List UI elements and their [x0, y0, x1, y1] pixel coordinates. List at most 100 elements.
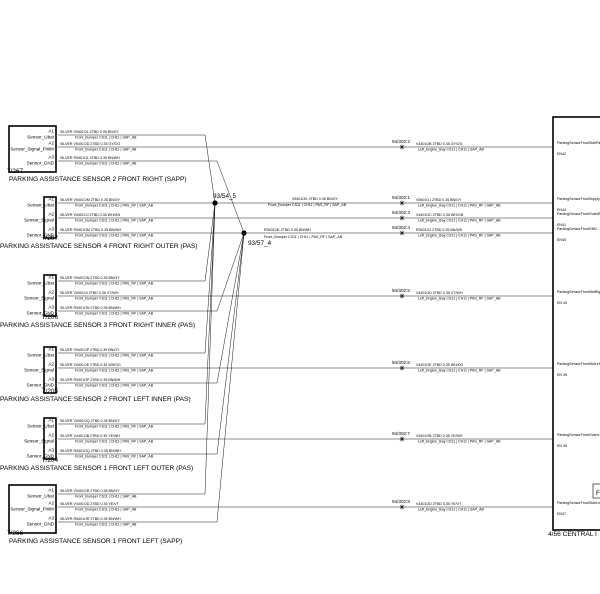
harness-label: Front_Bumper CS11 | CH11 | PAS_RF | SAP_…: [75, 384, 154, 388]
wire-label: SILVER V4401OB 2TBD 0.35 YE/WH: [60, 434, 120, 438]
pin-name: Sensor_Signal: [24, 368, 54, 373]
module-pin-label: EN 39: [557, 373, 567, 377]
harness-label: Front_Bumper CS11 | CH11 | PAS_RF | SAP_…: [75, 297, 154, 301]
module-pin-label: EN 38: [557, 444, 567, 448]
connector-harness-label: Left_Engine_Bay CS11 | CH11 | PAS_RF | S…: [418, 219, 501, 223]
wire-to-splice: [204, 202, 216, 282]
sensor-title: PARKING ASSISTANCE SENSOR 1 FRONT LEFT (…: [9, 538, 182, 545]
pin-name: Sensor_GND: [27, 161, 55, 166]
harness-label: Front_Bumper CS11 | CH11 | SAP_AB: [75, 148, 137, 152]
pin-number: A1: [48, 197, 54, 202]
pin-name: Sensor_GND: [27, 383, 55, 388]
pin-name: Sensor_GND: [27, 311, 55, 316]
sensor-box: [43, 417, 57, 460]
module-pin-label: EN45: [557, 238, 566, 242]
pin-number: A3: [48, 377, 54, 382]
module-box: [552, 116, 600, 531]
splice-label-2: 93/57_4: [248, 240, 272, 247]
wire-label: SILVER V5401OR 2TBD 0.35 BN/GY: [60, 489, 120, 493]
pin-number: A2: [48, 141, 54, 146]
wire-to-splice: [216, 232, 245, 523]
harness-label: Front_Bumper CS11 | CH11 | SAP_AB: [75, 523, 137, 527]
harness-label: Front_Bumper CS11 | CH11 | PAS_RF | SAP_…: [75, 369, 154, 373]
pin-name: Sensor_Ubat: [27, 281, 55, 286]
connector-harness-label: Left_Engine_Bay CS11 | CH11 | PAS_RF | S…: [418, 204, 501, 208]
connector-wire-label: R5401OJ 2TBD 0.35 BN/WH: [416, 228, 463, 232]
sensor-box: [43, 346, 57, 394]
bus-wire-label: R5401OK 2TBD 0.35 BN/WH: [264, 228, 311, 232]
wire-label: SILVER V5401ON 2TBD 0.35 BN/GY: [60, 276, 120, 280]
pin-number: A2: [48, 362, 54, 367]
pin-name: Sensor_Ubat: [27, 203, 55, 208]
module-signal-label: ParkingSensorFrontOuterLeft: [557, 433, 600, 437]
pin-name: Sensor_Ubat: [27, 135, 55, 140]
module-pin-label: EN41: [557, 223, 566, 227]
connector-harness-label: Left_Engine_Bay CS11 | CH11 | SAP_AB: [418, 148, 484, 152]
pin-name: Sensor_Ubat: [27, 424, 55, 429]
pin-number: A3: [48, 448, 54, 453]
sensor-title: PARKING ASSISTANCE SENSOR 2 FRONT RIGHT …: [9, 176, 187, 183]
harness-label: Front_Bumper CS11 | CH11 | PAS_RF | SAP_…: [75, 440, 154, 444]
harness-label: Front_Bumper CS11 | CH11 | PAS_RF | SAP_…: [75, 312, 154, 316]
connector-harness-label: Left_Engine_Bay CS11 | CH11 | PAS_RF | S…: [418, 297, 501, 301]
sensor-box: [43, 196, 57, 239]
pin-number: A2: [48, 501, 54, 506]
wire-label: SILVER V4401OD 2TBD 0.35 YE/VT: [60, 502, 120, 506]
pin-number: A1: [48, 488, 54, 493]
connector-harness-label: Left_Engine_Bay CS11 | CH11 | SAP_AB: [418, 508, 484, 512]
module-inner-label: F: [596, 490, 600, 497]
pin-number: A3: [48, 305, 54, 310]
pin-number: A1: [48, 275, 54, 280]
pin-number: A2: [48, 290, 54, 295]
pin-number: A1: [48, 129, 54, 134]
module-pin-label: EN44: [557, 208, 566, 212]
harness-label: Front_Bumper CS11 | CH11 | SAP_AB: [75, 495, 137, 499]
connector-harness-label: Left_Engine_Bay CS11 | CH11 | PAS_RF | S…: [418, 440, 501, 444]
sensor-id: 7/206: [42, 314, 58, 321]
connector-label: 94/302:2: [392, 139, 410, 144]
pin-name: Sensor_GND: [27, 233, 55, 238]
connector-wire-label: V4401OD 2TBD 0.35 VT/WH: [416, 291, 463, 295]
pin-number: A3: [48, 227, 54, 232]
connector-label: 94/302:7: [392, 431, 410, 436]
pin-name: Sensor_Signal_PWM: [10, 507, 54, 512]
harness-label: Front_Bumper CS11 | CH11 | SAP_AB: [75, 508, 137, 512]
sensor-id: 7/266: [7, 530, 23, 537]
module-pin-label: EN37: [557, 512, 566, 516]
pin-name: Sensor_Ubat: [27, 353, 55, 358]
harness-label: Front_Bumper CS11 | CH11 | PAS_RF | SAP_…: [75, 354, 154, 358]
harness-label: Front_Bumper CS11 | CH11 | PAS_RF | SAP_…: [75, 234, 154, 238]
harness-label: Front_Bumper CS11 | CH11 | PAS_RF | SAP_…: [75, 219, 154, 223]
pin-number: A3: [48, 155, 54, 160]
wire-label: SILVER V5401OJ 2TBD 0.35 WH/GN: [60, 213, 120, 217]
pin-name: Sensor_Signal: [24, 439, 54, 444]
harness-label: Front_Bumper CS11 | CH11 | PAS_RF | SAP_…: [75, 455, 154, 459]
sensor-id: 7/204: [42, 457, 58, 464]
wire-label: SILVER R5401OQ 2TBD 0.35 BN/WH: [60, 449, 121, 453]
sensor-title: PARKING ASSISTANCE SENSOR 4 FRONT RIGHT …: [0, 243, 198, 250]
wire-to-splice: [216, 232, 245, 312]
connector-wire-label: V4401OB 2TBD 0.35 GY/OG: [416, 142, 463, 146]
module-signal-label: ParkingSensorFrontSideLeft: [557, 501, 600, 505]
pin-name: Sensor_Signal: [24, 218, 54, 223]
module-signal-label: ParkingSensorFrontGND: [557, 227, 597, 231]
wire-to-splice: [216, 232, 245, 384]
pin-name: Sensor_Ubat: [27, 494, 55, 499]
connector-wire-label: V5401OJ 2TBD 0.35 BN/GY: [416, 198, 462, 202]
wire-to-splice: [204, 134, 216, 204]
sensor-id: 7/267: [7, 168, 23, 175]
splice-label-1: 93/54_5: [213, 193, 237, 200]
connector-label: 94/302:4: [392, 225, 410, 230]
connector-label: 94/302:6: [392, 360, 410, 365]
central-module: F4/56 CENTRAL I: [548, 116, 600, 538]
connector-wire-label: V4401OB 2TBD 0.35 YE/WH: [416, 434, 463, 438]
